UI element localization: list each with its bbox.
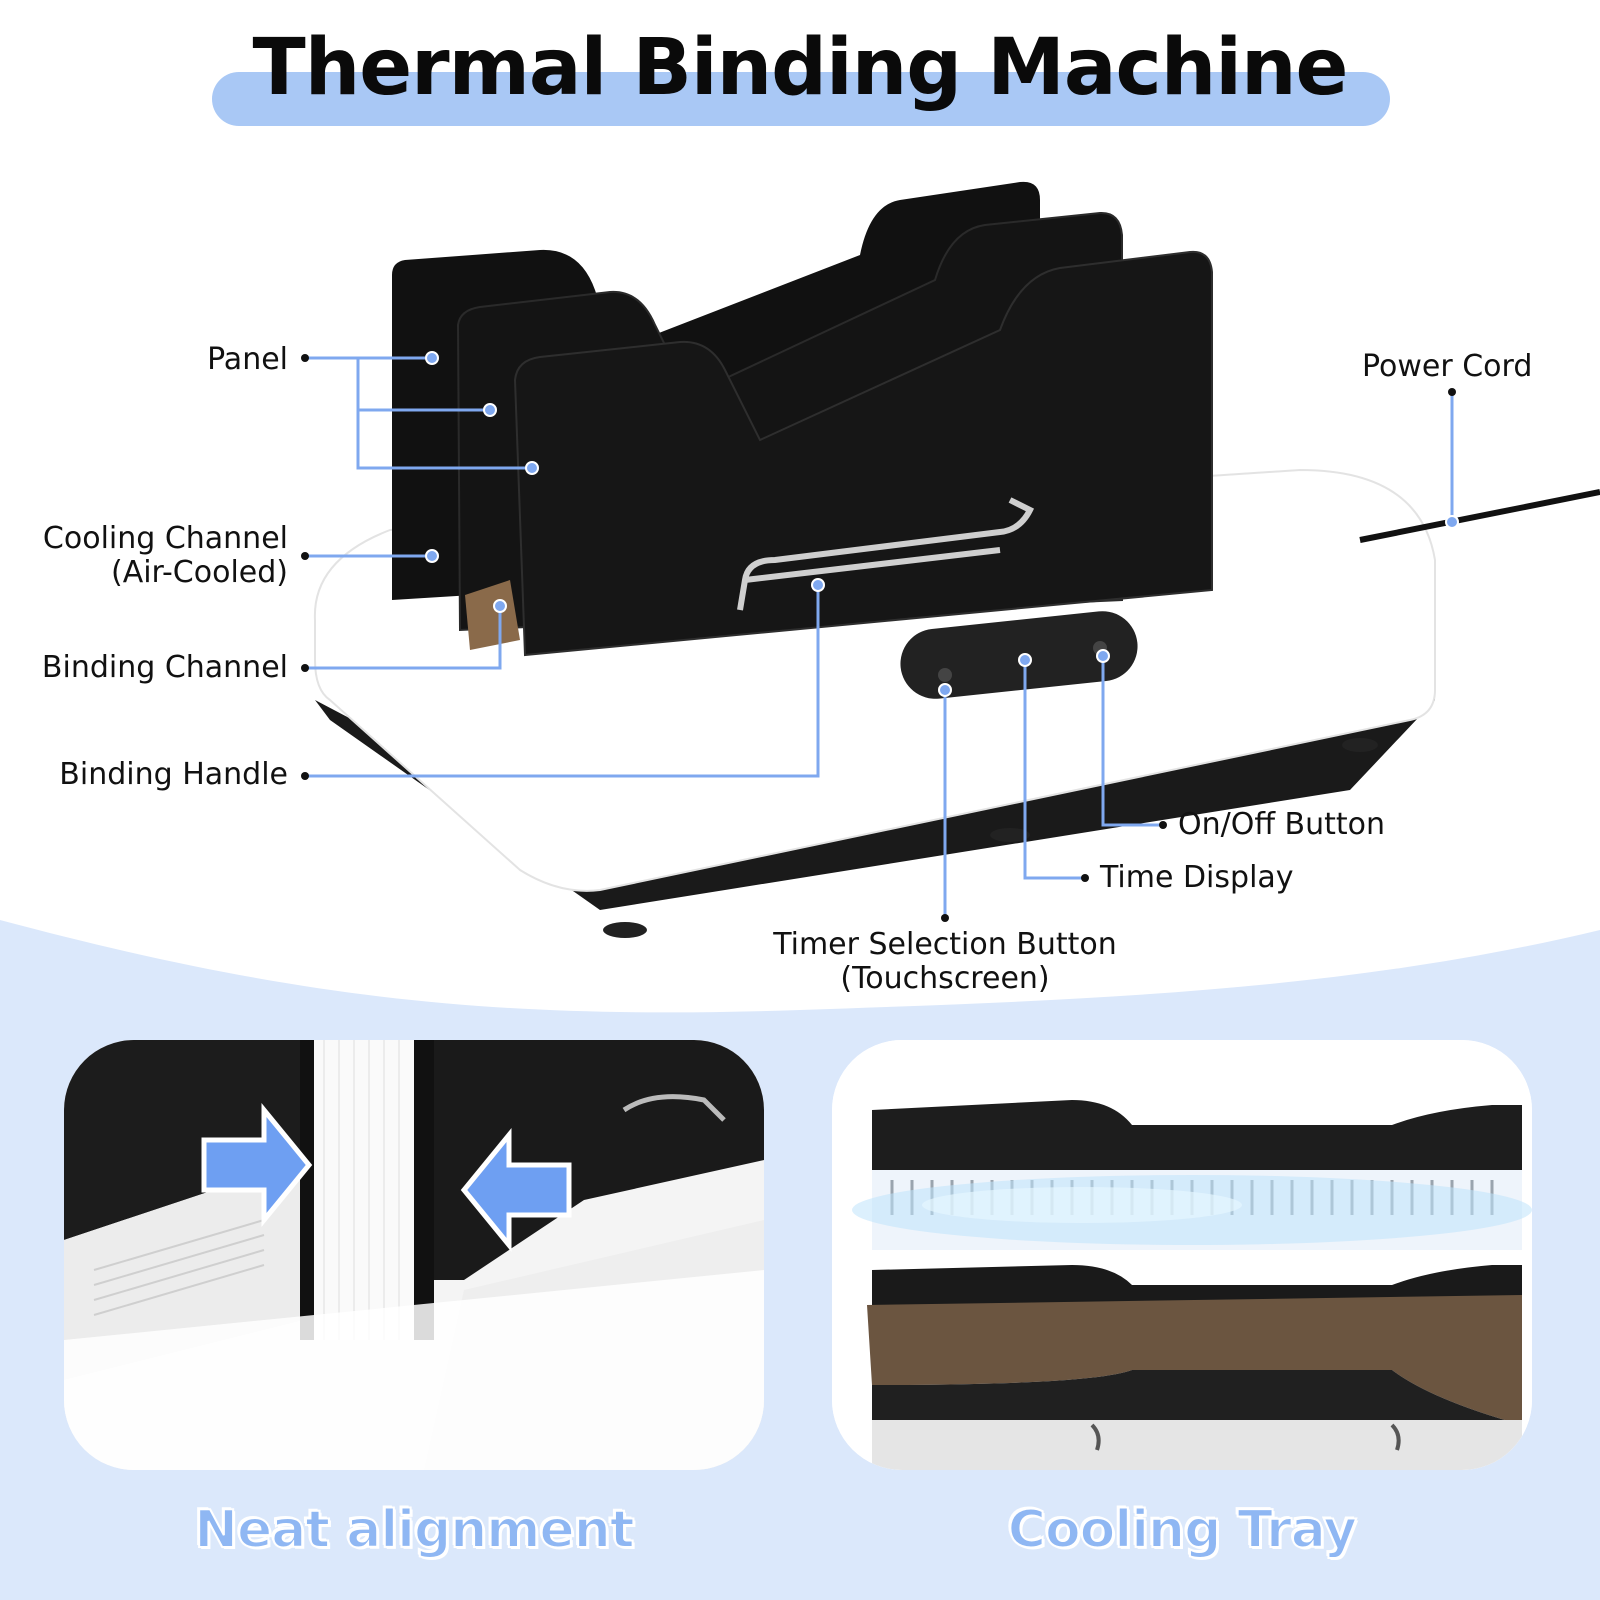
title-block: Thermal Binding Machine xyxy=(0,20,1600,140)
airflow-icon xyxy=(852,1175,1532,1245)
callout-dots xyxy=(425,351,1459,697)
label-panel: Panel xyxy=(207,342,288,377)
power-cord xyxy=(1359,489,1600,543)
machine-foot xyxy=(990,828,1030,842)
binding-channel xyxy=(465,580,520,650)
neat-alignment-illustration xyxy=(64,1040,764,1470)
detail-panel-cooling-tray xyxy=(832,1040,1532,1470)
label-cooling-channel-line1: Cooling Channel xyxy=(42,521,288,556)
caption-cooling-tray: Cooling Tray xyxy=(1007,1499,1358,1561)
label-binding-channel: Binding Channel xyxy=(41,650,288,685)
callout-lines xyxy=(305,356,1454,918)
caption-neat-alignment: Neat alignment xyxy=(193,1499,635,1561)
title-highlight-bar xyxy=(212,72,1390,126)
label-power-cord: Power Cord xyxy=(1362,349,1533,384)
label-on-off-button: On/Off Button xyxy=(1178,807,1386,842)
page-title: Thermal Binding Machine xyxy=(252,23,1349,113)
machine-illustration xyxy=(301,181,1600,938)
panel-front xyxy=(513,250,1213,657)
inward-arrows-icon xyxy=(201,1102,572,1253)
label-timer-line2: (Touchscreen) xyxy=(840,961,1050,996)
machine-foot xyxy=(603,922,647,938)
binding-handle xyxy=(737,497,1035,611)
detail-panel-neat-alignment xyxy=(64,1040,764,1470)
control-panel xyxy=(900,611,1138,699)
cooling-tray-illustration xyxy=(832,1040,1532,1470)
label-cooling-channel: Cooling Channel (Air-Cooled) xyxy=(43,522,288,590)
label-timer-line1: Timer Selection Button xyxy=(773,927,1117,962)
label-timer-selection-button: Timer Selection Button (Touchscreen) xyxy=(755,928,1135,996)
label-binding-handle: Binding Handle xyxy=(59,757,288,792)
timer-button-dot xyxy=(938,668,952,682)
machine-foot xyxy=(1342,738,1378,752)
callout-end-dots xyxy=(301,354,1456,922)
label-cooling-channel-line2: (Air-Cooled) xyxy=(111,555,288,590)
label-time-display: Time Display xyxy=(1100,860,1294,895)
